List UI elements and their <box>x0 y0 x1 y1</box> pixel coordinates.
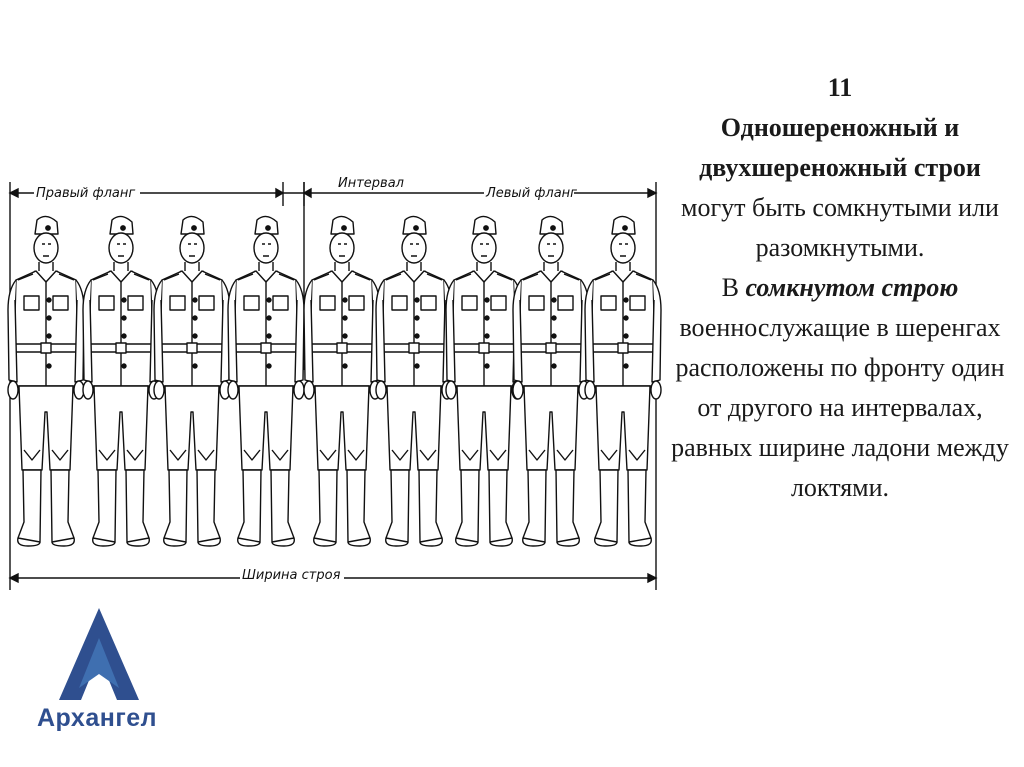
logo-triangle-icon <box>59 608 139 700</box>
slide-number: 11 <box>827 73 853 102</box>
logo: Архангел <box>22 608 172 748</box>
left-flank-label: Левый фланг <box>485 186 577 201</box>
soldier-figure <box>375 215 453 547</box>
soldier-figure <box>445 215 523 547</box>
soldiers-rank <box>7 215 662 547</box>
interval-label: Интервал <box>338 176 404 191</box>
heading-paragraph: Одношереножный и двухшереножный строи мо… <box>664 108 1016 268</box>
formation-figure: Правый фланг Интервал Левый фланг Ширина… <box>0 150 670 600</box>
soldier-figure <box>584 215 662 547</box>
soldier-figure <box>512 215 590 547</box>
heading-rest: могут быть сомкнутыми или разомкнутыми. <box>681 193 999 262</box>
soldier-figure <box>153 215 231 547</box>
para-rest: военнослужащие в шеренгах расположены по… <box>671 313 1009 502</box>
soldier-figure <box>227 215 305 547</box>
heading-bold: Одношереножный и двухшереножный строи <box>699 113 981 182</box>
soldier-figure <box>303 215 381 547</box>
description-text: 11 Одношереножный и двухшереножный строи… <box>664 68 1016 508</box>
formation-width-label: Ширина строя <box>242 568 341 583</box>
soldier-figure <box>82 215 160 547</box>
closed-formation-term: сомкнутом строю <box>745 273 959 302</box>
logo-name: Архангел <box>36 704 158 732</box>
closed-formation-paragraph: В сомкнутом строю военнослужащие в шерен… <box>664 268 1016 508</box>
soldier-figure <box>7 215 85 547</box>
right-flank-label: Правый фланг <box>36 186 135 201</box>
para-prefix: В <box>721 273 746 302</box>
formation-illustration: Правый фланг Интервал Левый фланг Ширина… <box>7 174 662 590</box>
